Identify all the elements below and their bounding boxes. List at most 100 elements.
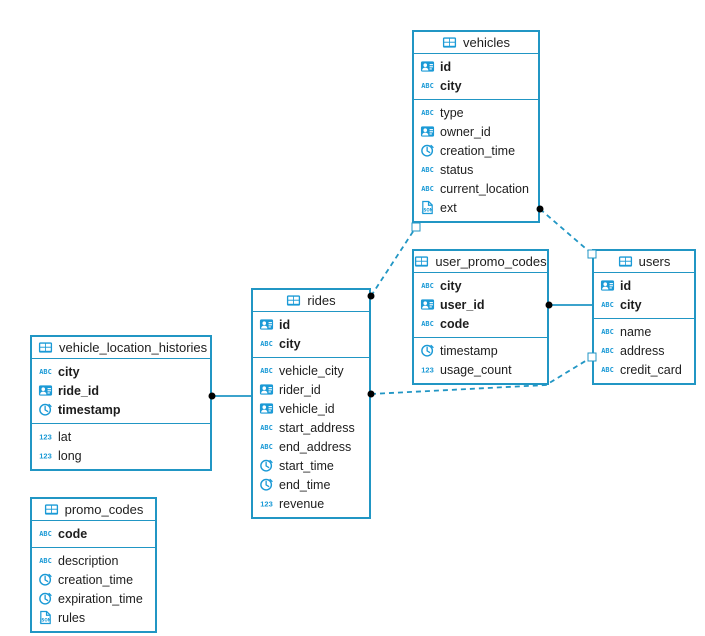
- svg-text:ABC: ABC: [421, 185, 434, 193]
- field-row-rides-rider_id[interactable]: rider_id: [253, 380, 369, 399]
- edge-start-dot-marker-vehicle_location_histories-to-rides: [208, 392, 216, 400]
- field-row-promo_codes-creation_time[interactable]: creation_time: [32, 570, 155, 589]
- abc-icon: ABC: [38, 553, 53, 568]
- key-person-icon: [38, 383, 53, 398]
- abc-icon: ABC: [420, 181, 435, 196]
- key-person-icon: [259, 382, 274, 397]
- field-row-rides-revenue[interactable]: 123 revenue: [253, 494, 369, 513]
- abc-icon: ABC: [600, 297, 615, 312]
- field-label: id: [279, 317, 291, 332]
- pk-field-row-users-id[interactable]: id: [594, 276, 694, 295]
- field-row-vehicles-owner_id[interactable]: owner_id: [414, 122, 538, 141]
- field-row-rides-end_time[interactable]: end_time: [253, 475, 369, 494]
- svg-text:ABC: ABC: [421, 282, 434, 290]
- edge-start-dot-marker-rides-to-users: [367, 390, 375, 398]
- table-icon: [442, 35, 457, 50]
- field-label: expiration_time: [58, 591, 143, 606]
- pk-field-row-vehicles-id[interactable]: id: [414, 57, 538, 76]
- field-row-rides-start_time[interactable]: start_time: [253, 456, 369, 475]
- svg-text:ABC: ABC: [421, 166, 434, 174]
- pk-field-row-user_promo_codes-user_id[interactable]: user_id: [414, 295, 547, 314]
- pk-field-row-vehicle_location_histories-ride_id[interactable]: ride_id: [32, 381, 210, 400]
- svg-text:123: 123: [39, 452, 52, 461]
- field-row-user_promo_codes-timestamp[interactable]: timestamp: [414, 341, 547, 360]
- field-row-rides-vehicle_id[interactable]: vehicle_id: [253, 399, 369, 418]
- field-label: city: [620, 297, 642, 312]
- number-icon: 123: [259, 496, 274, 511]
- field-row-vehicles-creation_time[interactable]: creation_time: [414, 141, 538, 160]
- table-title-rides: rides: [253, 290, 369, 312]
- edge-start-dot-marker-vehicles-to-users: [536, 205, 544, 213]
- edge-end-square-marker-vehicles-to-users: [587, 249, 597, 259]
- table-title-vehicle_location_histories: vehicle_location_histories: [32, 337, 210, 359]
- field-label: lat: [58, 429, 72, 444]
- field-label: city: [58, 364, 80, 379]
- svg-text:JSON: JSON: [421, 208, 433, 213]
- svg-text:ABC: ABC: [601, 328, 614, 336]
- clock-icon: [259, 477, 274, 492]
- field-label: user_id: [440, 297, 485, 312]
- field-label: status: [440, 162, 474, 177]
- pk-field-row-vehicle_location_histories-timestamp[interactable]: timestamp: [32, 400, 210, 419]
- edge-end-square-marker-vehicles-to-user_promo_codes: [411, 222, 421, 232]
- pk-field-row-rides-id[interactable]: id: [253, 315, 369, 334]
- svg-text:123: 123: [39, 433, 52, 442]
- relationship-edge-vehicles-to-users[interactable]: [539, 208, 593, 255]
- field-row-vehicles-status[interactable]: ABC status: [414, 160, 538, 179]
- svg-text:ABC: ABC: [260, 367, 273, 375]
- field-row-vehicle_location_histories-lat[interactable]: 123 lat: [32, 427, 210, 446]
- edge-start-dot-marker-vehicles-to-user_promo_codes: [367, 292, 375, 300]
- abc-icon: ABC: [600, 324, 615, 339]
- table-title-promo_codes: promo_codes: [32, 499, 155, 521]
- field-label: current_location: [440, 181, 529, 196]
- pk-field-row-vehicle_location_histories-city[interactable]: ABC city: [32, 362, 210, 381]
- svg-text:ABC: ABC: [39, 368, 52, 376]
- field-label: description: [58, 553, 119, 568]
- edge-start-dot-marker-user_promo_codes-to-users: [545, 301, 553, 309]
- field-label: id: [620, 278, 632, 293]
- abc-icon: ABC: [259, 336, 274, 351]
- table-title-vehicles: vehicles: [414, 32, 538, 54]
- svg-text:ABC: ABC: [260, 340, 273, 348]
- table-title-users: users: [594, 251, 694, 273]
- field-label: start_time: [279, 458, 334, 473]
- table-icon: [38, 340, 53, 355]
- field-label: type: [440, 105, 464, 120]
- table-node-vehicle_location_histories[interactable]: vehicle_location_histories ABC city ride_i…: [30, 335, 212, 471]
- abc-icon: ABC: [420, 162, 435, 177]
- abc-icon: ABC: [600, 362, 615, 377]
- field-row-vehicles-current_location[interactable]: ABC current_location: [414, 179, 538, 198]
- field-row-promo_codes-expiration_time[interactable]: expiration_time: [32, 589, 155, 608]
- relationship-edge-vehicles-to-user_promo_codes[interactable]: [370, 226, 417, 297]
- field-label: revenue: [279, 496, 325, 511]
- pk-field-row-users-city[interactable]: ABC city: [594, 295, 694, 314]
- clock-icon: [38, 402, 53, 417]
- clock-icon: [38, 572, 53, 587]
- field-row-promo_codes-description[interactable]: ABC description: [32, 551, 155, 570]
